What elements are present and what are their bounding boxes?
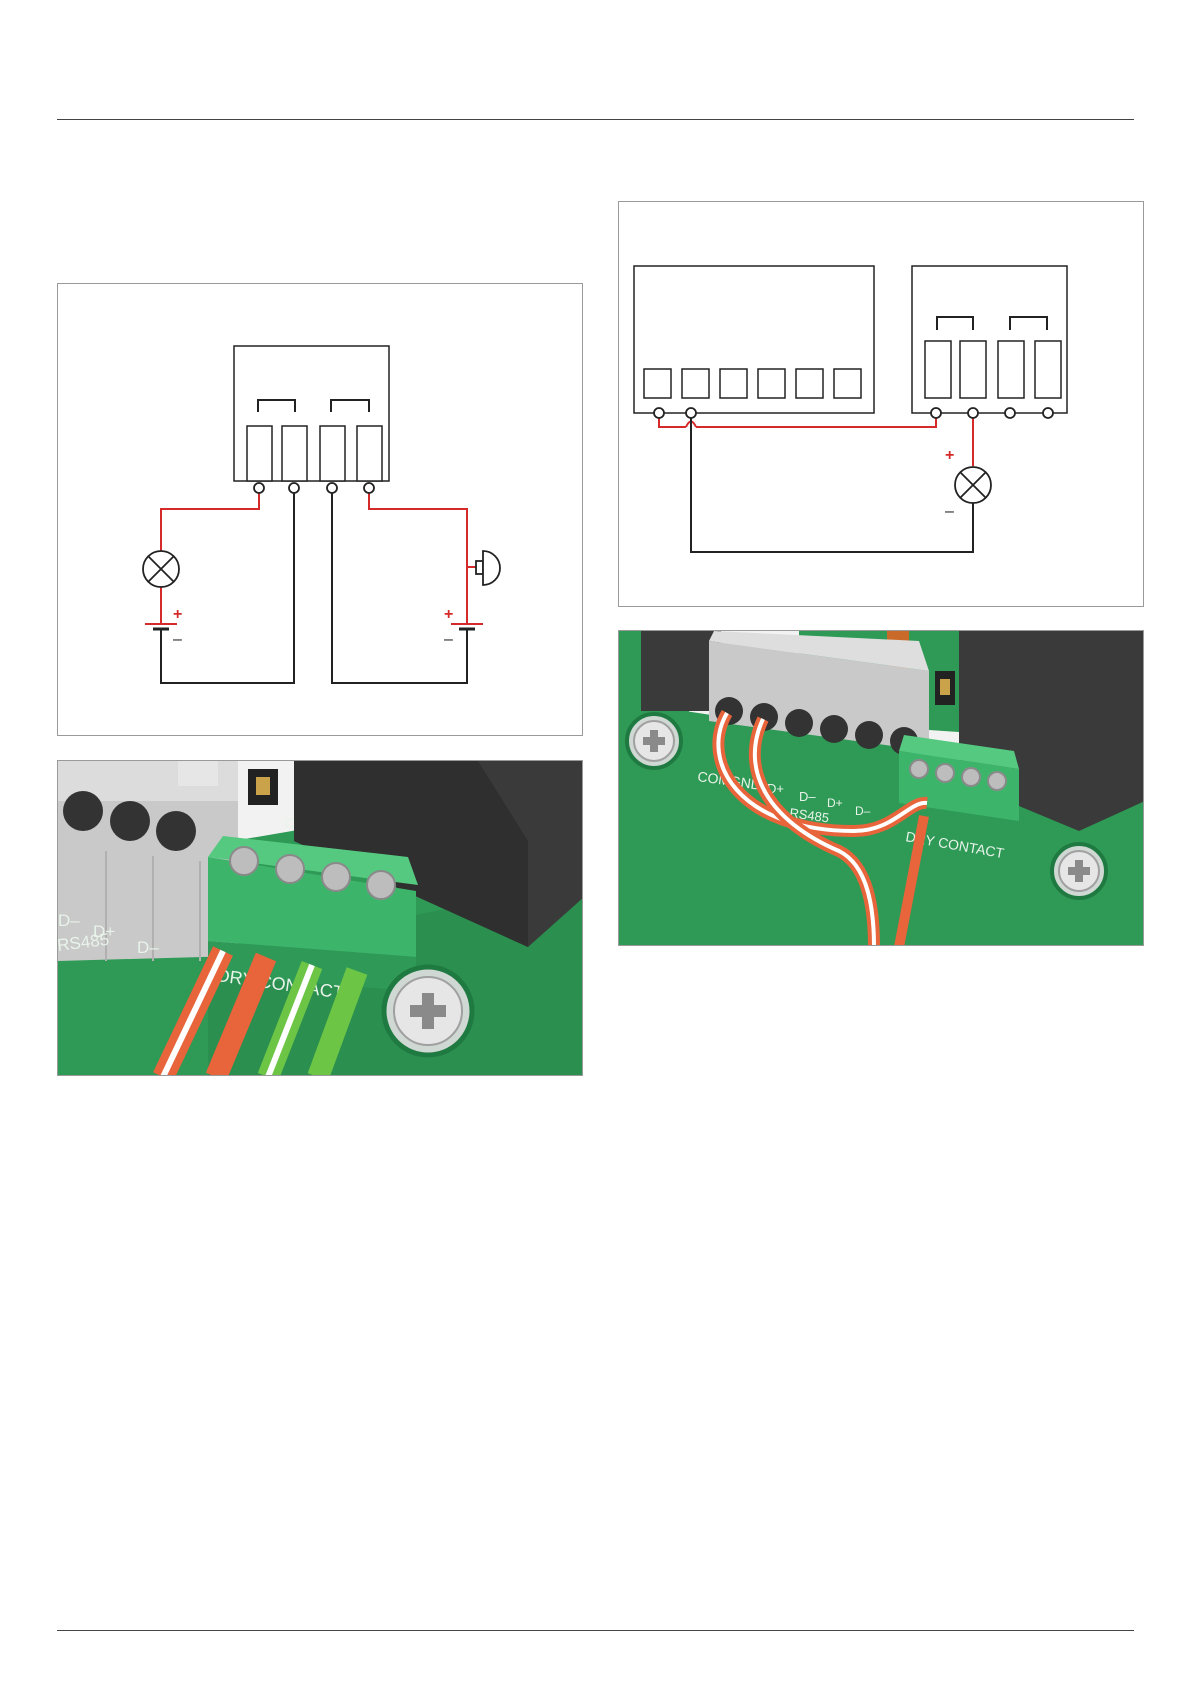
board-photo-controller-wiring: COMGND D+ D– D+ D– RS485 DRY CONTACT bbox=[618, 630, 1144, 946]
live-wire-buzzer bbox=[369, 492, 476, 567]
terminal-point bbox=[254, 483, 264, 493]
screw-icon bbox=[627, 714, 681, 768]
terminal-point bbox=[968, 408, 978, 418]
terminal-point bbox=[364, 483, 374, 493]
battery-left-minus: – bbox=[173, 631, 182, 648]
live-wire-controller-relay bbox=[659, 418, 686, 427]
silk-dminus: D– bbox=[137, 938, 159, 957]
silk-dplus-2: D+ bbox=[827, 796, 843, 810]
terminal-point bbox=[931, 408, 941, 418]
return-wire bbox=[691, 418, 973, 552]
terminal-slot bbox=[960, 341, 986, 398]
terminal-point bbox=[654, 408, 664, 418]
terminal-slot bbox=[320, 426, 345, 481]
lamp-plus: + bbox=[945, 447, 954, 464]
controller-terminal-slot bbox=[834, 369, 861, 398]
wiring-diagram-lamp-buzzer: + – + – bbox=[57, 283, 583, 736]
silk-dminus-1: D– bbox=[799, 789, 816, 804]
screw-icon bbox=[384, 967, 472, 1055]
lamp-icon bbox=[143, 551, 179, 587]
controller-terminal-slot bbox=[720, 369, 747, 398]
controller-terminal-slot bbox=[796, 369, 823, 398]
return-wire-left bbox=[161, 492, 294, 683]
lamp-icon bbox=[955, 467, 991, 503]
terminal-slot bbox=[357, 426, 382, 481]
silk-dminus-2: D– bbox=[855, 804, 871, 818]
buzzer-icon bbox=[476, 551, 500, 585]
terminal-point bbox=[1043, 408, 1053, 418]
battery-left-icon bbox=[145, 624, 177, 629]
board-photo-dry-contact-wires: C D– D+ D– RS485 DRY CONTACT bbox=[57, 760, 583, 1076]
terminal-slot bbox=[925, 341, 951, 398]
terminal-point bbox=[1005, 408, 1015, 418]
live-wire-lamp bbox=[161, 492, 259, 551]
silk-dminus-cut: D– bbox=[58, 911, 80, 930]
controller-terminal-slot bbox=[758, 369, 785, 398]
battery-left-plus: + bbox=[173, 606, 182, 623]
wiring-diagram-controller-relay: + – bbox=[618, 201, 1144, 607]
silk-cut-c: C bbox=[284, 815, 295, 832]
battery-right-icon bbox=[451, 624, 483, 629]
terminal-slot bbox=[247, 426, 272, 481]
top-rule bbox=[57, 119, 1134, 120]
battery-right-minus: – bbox=[444, 631, 453, 648]
terminal-point bbox=[289, 483, 299, 493]
screw-icon bbox=[1052, 844, 1106, 898]
controller-terminal-slot bbox=[682, 369, 709, 398]
terminal-slot bbox=[282, 426, 307, 481]
terminal-slot bbox=[1035, 341, 1061, 398]
lamp-minus: – bbox=[945, 503, 954, 520]
return-wire-right bbox=[332, 492, 467, 683]
terminal-point bbox=[327, 483, 337, 493]
battery-right-plus: + bbox=[444, 606, 453, 623]
bottom-rule bbox=[57, 1630, 1134, 1631]
terminal-slot bbox=[998, 341, 1024, 398]
terminal-point bbox=[686, 408, 696, 418]
controller-terminal-slot bbox=[644, 369, 671, 398]
